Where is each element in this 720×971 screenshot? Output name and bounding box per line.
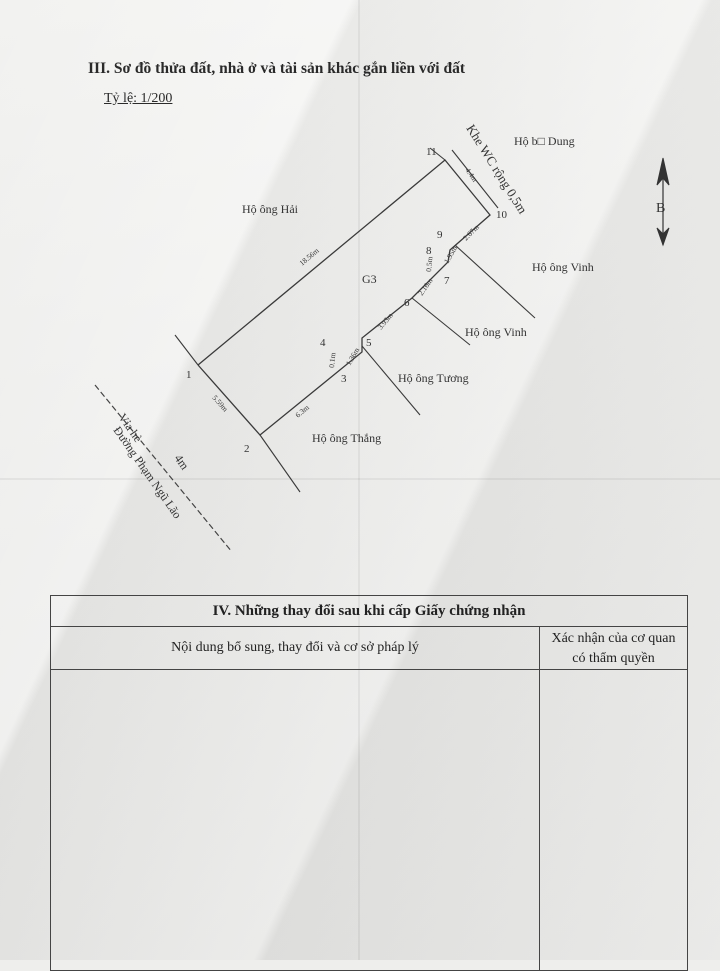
dim-4-5: 1.36m	[344, 346, 361, 367]
point-label-7: 7	[444, 275, 450, 287]
sidewalk-line	[94, 384, 233, 553]
neighbor-vinh-lower: Hộ ông Vinh	[465, 325, 527, 339]
point-label-9: 9	[437, 229, 443, 241]
division-line-tuong	[361, 345, 421, 416]
neighbor-vinh-upper: Hộ ông Vinh	[532, 260, 594, 274]
point-label-11: 11	[426, 146, 437, 158]
sidewalk-width-label: 4m	[172, 452, 193, 473]
dim-6-7: 2.16m	[416, 276, 434, 297]
dim-7-8: 0.5m	[424, 256, 434, 272]
column-header-confirmation: Xác nhận của cơ quan có thẩm quyền	[539, 626, 688, 670]
dim-1-2: 5.59m	[211, 393, 230, 413]
neighbor-thang: Hộ ông Thắng	[312, 431, 381, 445]
point-label-10: 10	[496, 209, 508, 221]
neighbor-hai: Hộ ông Hải	[242, 202, 299, 216]
boundary-extension	[259, 434, 301, 493]
division-line-vinh-lower	[411, 297, 471, 346]
scale-label: Tỷ lệ: 1/200	[104, 91, 173, 106]
point-label-3: 3	[341, 373, 347, 385]
dim-3-4: 0.1m	[327, 352, 337, 368]
neighbor-tuong: Hộ ông Tương	[398, 371, 469, 385]
north-label: B	[656, 201, 665, 216]
confirmation-cell	[539, 669, 688, 971]
point-label-5: 5	[366, 337, 372, 349]
fold-crease	[0, 478, 720, 480]
boundary-extension	[174, 334, 199, 366]
confirmation-line-1: Xác nhận của cơ quan	[551, 631, 676, 646]
wc-gap-line	[451, 149, 499, 209]
land-parcel-diagram: 1 2 3 4 5 6 7 8 9 10 11 G3 Hộ ông Hải Hộ…	[94, 122, 670, 553]
point-label-1: 1	[186, 369, 192, 381]
neighbor-dung: Hộ b□ Dung	[514, 134, 575, 148]
parcel-label: G3	[362, 272, 377, 286]
street-label: Đường Phạm Ngũ Lão	[111, 424, 185, 521]
boundary-extension	[429, 147, 446, 161]
fold-crease	[358, 0, 360, 960]
section-3-heading: III. Sơ đồ thửa đất, nhà ở và tài sản kh…	[88, 60, 466, 77]
column-header-content: Nội dung bổ sung, thay đổi và cơ sở pháp…	[50, 626, 540, 670]
north-arrow-icon	[656, 157, 670, 247]
dim-1-11: 18.56m	[298, 246, 321, 268]
point-label-8: 8	[426, 245, 432, 257]
point-label-2: 2	[244, 443, 250, 455]
changes-table: IV. Những thay đổi sau khi cấp Giấy chứn…	[50, 595, 688, 971]
point-label-6: 6	[404, 297, 410, 309]
content-cell	[50, 669, 540, 971]
parcel-boundary	[197, 159, 491, 436]
section-4-title: IV. Những thay đổi sau khi cấp Giấy chứn…	[50, 595, 688, 627]
point-label-4: 4	[320, 337, 326, 349]
confirmation-line-2: có thẩm quyền	[572, 651, 655, 666]
division-line-vinh-upper	[454, 244, 536, 319]
